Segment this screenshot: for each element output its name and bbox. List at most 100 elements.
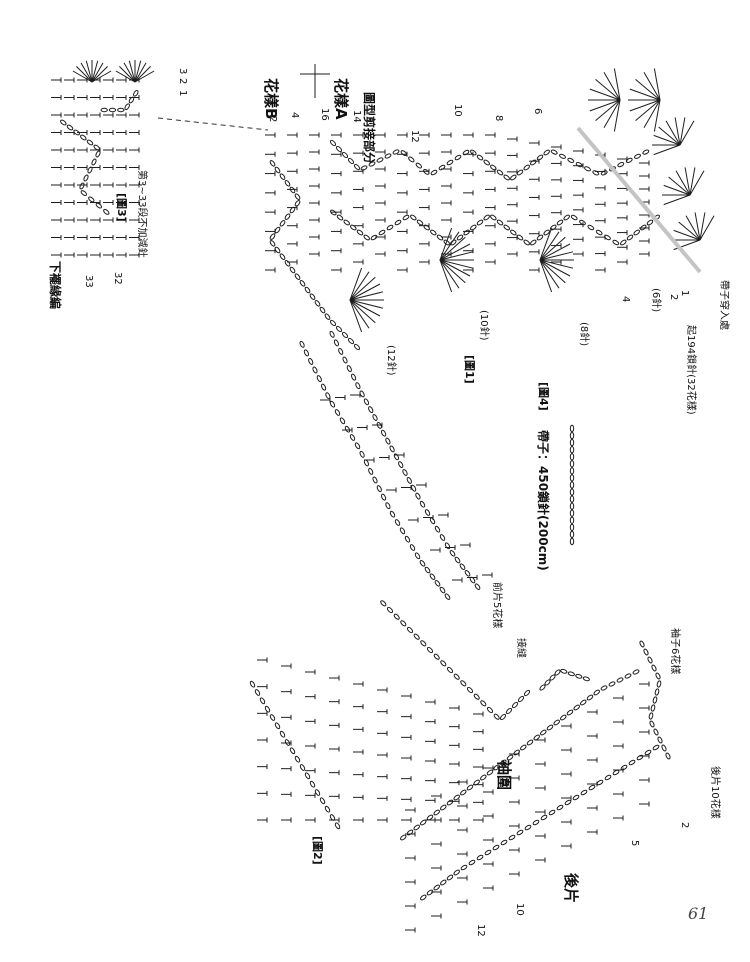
chain-stitch bbox=[566, 709, 574, 716]
chain-stitch bbox=[587, 224, 595, 231]
chain-stitch bbox=[324, 805, 331, 813]
chain-stitch bbox=[406, 829, 414, 836]
chain-stitch bbox=[508, 834, 516, 841]
shell-fan bbox=[673, 229, 701, 241]
chain-stitch bbox=[633, 229, 640, 236]
d1-row-8: 8 bbox=[493, 115, 504, 122]
chain-stitch bbox=[440, 879, 447, 886]
chain-stitch bbox=[523, 689, 531, 697]
chain-stitch bbox=[319, 797, 326, 805]
chain-stitch bbox=[570, 214, 578, 221]
chain-stitch bbox=[543, 229, 550, 236]
chain-stitch bbox=[404, 535, 411, 543]
chain-stitch bbox=[415, 492, 421, 500]
shell-fan bbox=[134, 70, 155, 83]
chain-stitch bbox=[536, 154, 544, 161]
d3-row-32: 32 bbox=[112, 272, 123, 285]
chain-stitch bbox=[517, 695, 525, 703]
chain-stitch bbox=[294, 193, 301, 200]
d3-row-1: 1 bbox=[177, 90, 188, 97]
chain-stitch bbox=[544, 679, 551, 686]
ribbon-chain bbox=[569, 509, 575, 517]
chain-stitch bbox=[294, 200, 301, 207]
chain-stitch bbox=[580, 789, 588, 796]
shell-fan bbox=[663, 194, 691, 206]
ribbon-chain bbox=[569, 453, 575, 461]
shell-fan bbox=[439, 259, 471, 277]
chain-stitch bbox=[274, 166, 281, 174]
chain-stitch bbox=[378, 229, 386, 236]
shell-fan bbox=[635, 99, 661, 121]
chain-stitch bbox=[564, 799, 572, 806]
chain-stitch bbox=[620, 764, 628, 771]
chain-stitch bbox=[466, 784, 474, 791]
chain-stitch bbox=[634, 153, 641, 159]
chain-stitch bbox=[516, 169, 524, 176]
chain-stitch bbox=[386, 224, 394, 231]
chain-stitch bbox=[584, 166, 591, 172]
chain-stitch bbox=[563, 214, 570, 221]
chain-stitch bbox=[385, 502, 391, 510]
chain-stitch bbox=[446, 799, 454, 806]
shell-fan bbox=[349, 299, 384, 309]
chain-stitch bbox=[430, 169, 438, 176]
chain-stitch bbox=[269, 233, 276, 240]
chain-stitch bbox=[410, 484, 417, 492]
chain-stitch bbox=[429, 573, 436, 580]
chain-stitch bbox=[643, 648, 649, 656]
chain-stitch bbox=[654, 688, 660, 696]
chain-stitch bbox=[492, 844, 500, 851]
chain-stitch bbox=[440, 660, 447, 667]
chain-stitch bbox=[363, 234, 370, 241]
chain-stitch bbox=[655, 672, 661, 680]
chain-stitch bbox=[100, 107, 108, 113]
chain-stitch bbox=[279, 173, 286, 180]
ribbon-chain bbox=[569, 446, 575, 454]
chain-stitch bbox=[414, 552, 421, 560]
chain-stitch bbox=[426, 814, 434, 821]
chain-stitch bbox=[294, 755, 301, 763]
ribbon-chain bbox=[569, 460, 575, 468]
d3-row-3: 3 bbox=[177, 68, 188, 75]
chain-stitch bbox=[394, 219, 402, 226]
chain-stitch bbox=[546, 724, 554, 731]
chain-stitch bbox=[480, 774, 487, 781]
chain-stitch bbox=[433, 653, 440, 660]
chain-stitch bbox=[304, 286, 311, 294]
chain-stitch bbox=[483, 159, 490, 166]
chain-stitch bbox=[284, 213, 291, 220]
chain-stitch bbox=[600, 170, 608, 176]
chain-stitch bbox=[423, 168, 430, 175]
chain-stitch bbox=[400, 150, 407, 157]
chain-stitch bbox=[368, 467, 374, 475]
shell-fan bbox=[635, 79, 661, 101]
chain-stitch bbox=[363, 398, 370, 406]
shell-fan bbox=[119, 66, 136, 83]
chain-stitch bbox=[341, 331, 349, 339]
shell-fan bbox=[663, 184, 691, 196]
dashed-connector bbox=[157, 117, 269, 131]
chain-stitch bbox=[436, 234, 444, 241]
chain-stitch bbox=[289, 747, 296, 755]
chain-stitch bbox=[279, 730, 286, 738]
chain-stitch bbox=[647, 656, 653, 664]
hem-label: 下襬緣編 bbox=[48, 261, 62, 310]
chain-stitch bbox=[372, 476, 378, 484]
ribbon-threading-guide bbox=[576, 126, 702, 274]
chain-stitch bbox=[355, 382, 361, 390]
chain-stitch bbox=[490, 164, 497, 171]
chain-stitch bbox=[653, 728, 659, 736]
chain-stitch bbox=[575, 673, 583, 679]
chain-stitch bbox=[493, 764, 500, 771]
shell-fan bbox=[643, 72, 661, 101]
shell-fan bbox=[653, 134, 681, 146]
chain-stitch bbox=[470, 149, 477, 156]
chain-stitch bbox=[359, 450, 365, 458]
chain-stitch bbox=[556, 804, 564, 811]
shell-fan bbox=[539, 236, 566, 261]
chain-stitch bbox=[334, 409, 341, 416]
chain-stitch bbox=[124, 103, 130, 111]
chain-stitch bbox=[406, 626, 414, 634]
ribbon-title: 帶子：450鎖針(200cm) bbox=[536, 430, 550, 571]
chain-stitch bbox=[368, 161, 376, 167]
